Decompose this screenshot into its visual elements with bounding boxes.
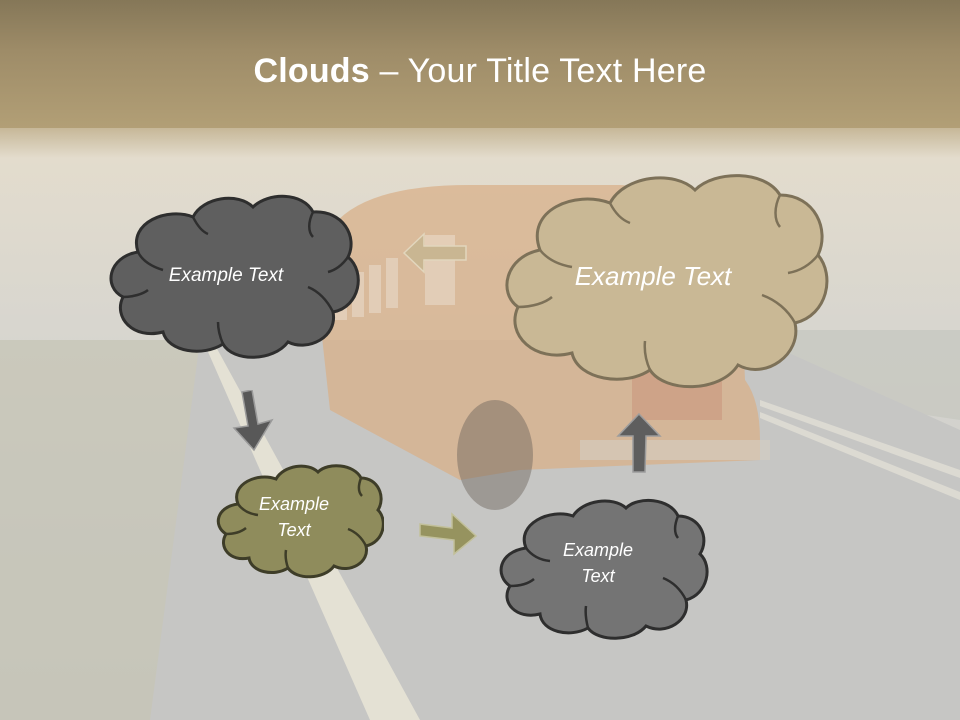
arrow-left-icon xyxy=(402,232,467,274)
cloud-4-text: Example Text xyxy=(498,537,698,589)
cloud-3-shape[interactable] xyxy=(216,462,384,580)
cloud-3-line1: Example xyxy=(258,494,330,514)
arrow-right-icon xyxy=(419,512,478,556)
arrow-down-icon xyxy=(232,390,274,452)
cloud-3-line2: Text xyxy=(277,520,311,541)
cloud-2-text: Example Text xyxy=(574,261,732,291)
title-bold: Clouds xyxy=(253,52,370,90)
cloud-4-line2: Text xyxy=(581,566,615,587)
cloud-4-line1: Example xyxy=(562,540,634,560)
title-rest: – Your Title Text Here xyxy=(369,52,707,90)
cloud-1-shape[interactable] xyxy=(108,192,362,360)
arrow-up-icon xyxy=(616,412,662,473)
cloud-2-shape[interactable] xyxy=(500,165,832,393)
cloud-1-text: Example Text xyxy=(168,265,284,286)
title-band xyxy=(0,0,960,128)
cloud-3-text: Example Text xyxy=(216,491,372,543)
cloud-4-shape[interactable] xyxy=(498,496,712,642)
slide-title: Clouds – Your Title Text Here xyxy=(0,52,960,91)
title-fade xyxy=(0,128,960,158)
